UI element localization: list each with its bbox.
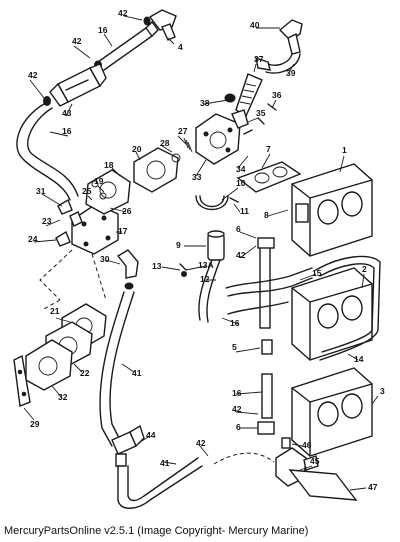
callout-7: 7 bbox=[266, 144, 271, 154]
hose-16-left bbox=[16, 103, 79, 201]
callout-41b: 41 bbox=[160, 458, 170, 468]
callout-13: 13 bbox=[152, 261, 162, 271]
callout-22: 22 bbox=[80, 368, 90, 378]
callout-31: 31 bbox=[36, 186, 46, 196]
callout-5: 5 bbox=[232, 342, 237, 352]
callout-27: 27 bbox=[178, 126, 188, 136]
pump-cover-33 bbox=[171, 103, 277, 165]
callout-6b: 6 bbox=[236, 422, 241, 432]
callout-10: 10 bbox=[236, 178, 246, 188]
callout-45: 45 bbox=[310, 456, 320, 466]
callout-14: 14 bbox=[354, 354, 364, 364]
callout-29: 29 bbox=[30, 419, 40, 429]
callout-42a: 42 bbox=[118, 8, 128, 18]
callout-17: 17 bbox=[118, 226, 128, 236]
callout-16b: 16 bbox=[62, 126, 72, 136]
callout-2: 2 bbox=[362, 264, 367, 274]
callout-25: 25 bbox=[82, 186, 92, 196]
callout-42d: 42 bbox=[236, 250, 246, 260]
callout-labels: 1 2 3 4 5 6 6 7 8 9 10 11 12 13 13A 14 1… bbox=[28, 8, 385, 492]
callout-19: 19 bbox=[94, 176, 104, 186]
callout-23: 23 bbox=[42, 216, 52, 226]
callout-36: 36 bbox=[272, 90, 282, 100]
callout-42c: 42 bbox=[28, 70, 38, 80]
callout-4: 4 bbox=[178, 42, 183, 52]
tee-fitting-44 bbox=[111, 424, 145, 467]
callout-44: 44 bbox=[146, 430, 156, 440]
callout-39: 39 bbox=[286, 68, 296, 78]
carburetor-3 bbox=[291, 367, 373, 457]
callout-9: 9 bbox=[176, 240, 181, 250]
callout-13a: 13A bbox=[198, 260, 214, 270]
leader-lines bbox=[23, 15, 379, 491]
callout-40: 40 bbox=[250, 20, 260, 30]
callout-21: 21 bbox=[50, 306, 60, 316]
callout-42f: 42 bbox=[196, 438, 206, 448]
solenoid-9 bbox=[179, 230, 225, 323]
fuel-pump bbox=[55, 147, 179, 255]
copyright-caption: MercuryPartsOnline v2.5.1 (Image Copyrig… bbox=[4, 525, 309, 537]
callout-28: 28 bbox=[160, 138, 170, 148]
fuel-tubes bbox=[225, 237, 313, 435]
callout-3: 3 bbox=[380, 386, 385, 396]
callout-16d: 16 bbox=[232, 388, 242, 398]
callout-38: 38 bbox=[200, 98, 210, 108]
callout-46: 46 bbox=[302, 440, 312, 450]
hose-41 bbox=[99, 249, 203, 509]
lower-pump bbox=[13, 303, 107, 407]
callout-42b: 42 bbox=[72, 36, 82, 46]
callout-37: 37 bbox=[254, 54, 264, 64]
callout-32: 32 bbox=[58, 392, 68, 402]
callout-11: 11 bbox=[240, 206, 249, 216]
carburetor-2 bbox=[291, 267, 373, 361]
callout-18: 18 bbox=[104, 160, 114, 170]
callout-15: 15 bbox=[312, 268, 322, 278]
callout-6a: 6 bbox=[236, 224, 241, 234]
bottom-right-assembly bbox=[213, 437, 358, 501]
clamp-10 bbox=[195, 195, 239, 211]
callout-42e: 42 bbox=[232, 404, 242, 414]
callout-20: 20 bbox=[132, 144, 142, 154]
callout-33: 33 bbox=[192, 172, 202, 182]
callout-8: 8 bbox=[264, 210, 269, 220]
callout-43: 43 bbox=[62, 108, 72, 118]
callout-34: 34 bbox=[236, 164, 246, 174]
dashed-leaders bbox=[39, 249, 107, 311]
callout-26: 26 bbox=[122, 206, 132, 216]
callout-35: 35 bbox=[256, 108, 266, 118]
right-top-hose bbox=[224, 19, 303, 118]
callout-16a: 16 bbox=[98, 25, 108, 35]
callout-12: 12 bbox=[200, 274, 210, 284]
fuel-filter bbox=[43, 63, 107, 107]
gasket-7 bbox=[236, 161, 302, 193]
top-hose-assembly bbox=[94, 9, 177, 71]
callout-24: 24 bbox=[28, 234, 38, 244]
callout-1: 1 bbox=[342, 145, 347, 155]
callout-41a: 41 bbox=[132, 368, 142, 378]
parts-diagram: 1 2 3 4 5 6 6 7 8 9 10 11 12 13 13A 14 1… bbox=[13, 8, 385, 509]
tube-14 bbox=[315, 255, 381, 361]
carburetor-1 bbox=[291, 163, 373, 257]
callout-47: 47 bbox=[368, 482, 378, 492]
callout-30: 30 bbox=[100, 254, 110, 264]
